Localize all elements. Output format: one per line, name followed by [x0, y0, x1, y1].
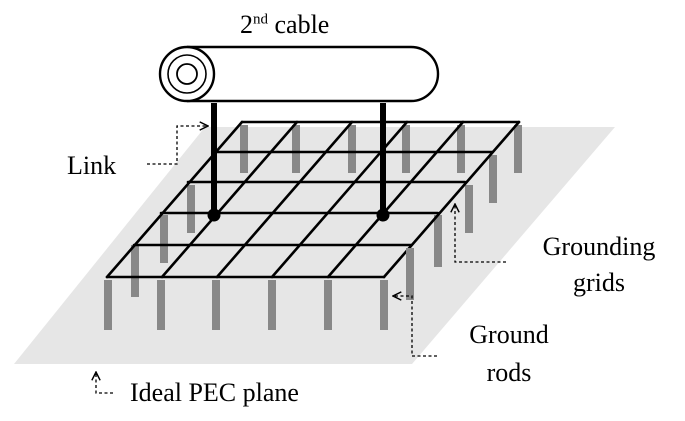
link-node-right	[376, 208, 390, 222]
ground-rods-back	[131, 125, 522, 297]
ground-rods-label: Ground rods	[444, 322, 574, 386]
grounding-grids-label: Grounding grids	[524, 234, 674, 296]
cable-label-text: cable	[268, 10, 330, 39]
ground-rods-label-line2: rods	[486, 358, 532, 387]
grounding-grid	[105, 120, 521, 279]
rods-pointer-arrow	[393, 296, 437, 357]
pec-plane-label: Ideal PEC plane	[130, 378, 299, 407]
cable-label: 2nd cable	[240, 12, 329, 38]
link-conductors	[211, 103, 386, 215]
grounding-grids-label-line1: Grounding	[542, 232, 656, 261]
grounding-grids-label-line2: grids	[573, 268, 625, 297]
cable-label-ordinal: nd	[253, 11, 268, 28]
link-pointer-arrow	[147, 126, 208, 165]
ground-rods-front	[104, 248, 414, 330]
link-node-left	[207, 208, 221, 222]
cable-label-number: 2	[240, 10, 253, 39]
grid-pointer-arrow	[455, 204, 506, 263]
ground-rods-label-line1: Ground	[469, 320, 549, 349]
cable	[158, 45, 440, 103]
plane-pointer-arrow	[96, 372, 113, 394]
pointer-arrows	[96, 126, 506, 394]
link-label: Link	[67, 151, 117, 180]
